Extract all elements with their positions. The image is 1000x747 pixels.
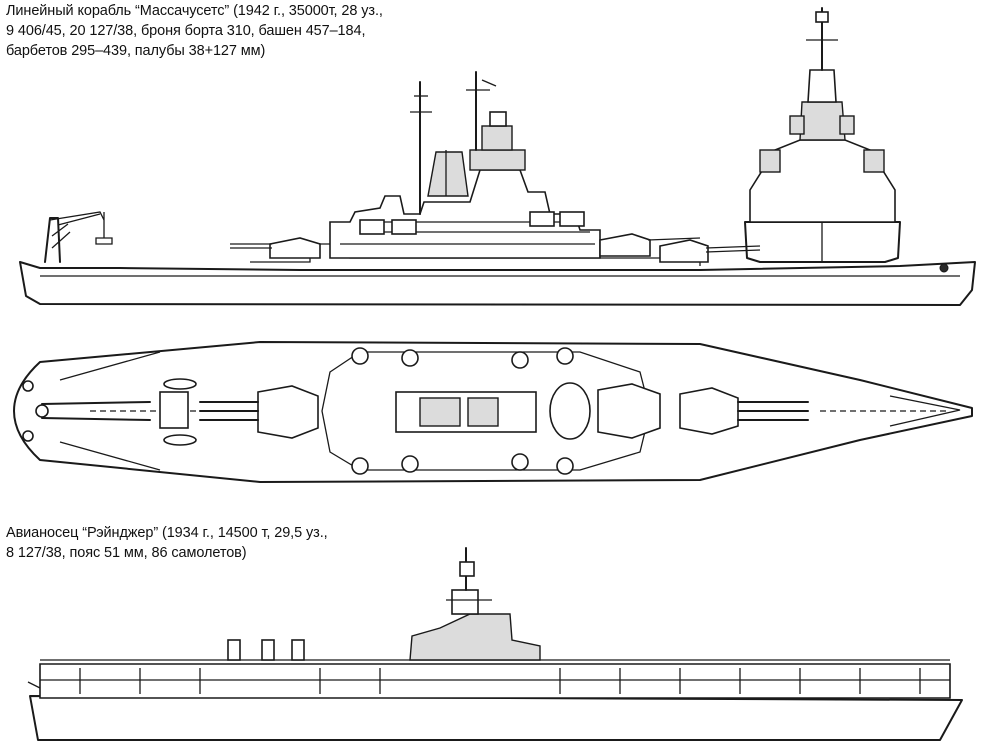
plan-fore-turret-1 bbox=[679, 387, 739, 435]
aircraft-crane bbox=[44, 211, 113, 263]
carrier-side-profile bbox=[27, 547, 963, 741]
fore-turret-2 bbox=[599, 233, 651, 257]
carrier-flight-deck bbox=[39, 663, 951, 699]
plan-aft-turret bbox=[257, 385, 319, 439]
carrier-funnel-3 bbox=[291, 639, 305, 661]
carrier-caption-line-1: Авианосец “Рэйнджер” (1934 г., 14500 т, … bbox=[6, 525, 328, 541]
battleship-front-view bbox=[744, 7, 901, 263]
plan-fore-turret-2 bbox=[597, 383, 661, 439]
battleship-funnel bbox=[427, 151, 469, 197]
aft-turret bbox=[269, 237, 321, 259]
carrier-funnel-2 bbox=[261, 639, 275, 661]
battleship-plan-view bbox=[13, 341, 973, 483]
battleship-caption-line-1: Линейный корабль “Массачусетс” (1942 г.,… bbox=[6, 3, 383, 19]
carrier-island bbox=[409, 613, 541, 661]
fore-turret-1 bbox=[659, 239, 709, 263]
battleship-caption: Линейный корабль “Массачусетс” (1942 г.,… bbox=[6, 1, 383, 61]
carrier-hull bbox=[29, 695, 963, 741]
carrier-funnel-1 bbox=[227, 639, 241, 661]
battleship-caption-line-2: 9 406/45, 20 127/38, броня борта 310, ба… bbox=[6, 23, 366, 39]
battleship-side-profile bbox=[19, 71, 976, 306]
battleship-caption-line-3: барбетов 295–439, палубы 38+127 мм) bbox=[6, 43, 266, 59]
battleship-hull bbox=[19, 261, 976, 306]
carrier-caption: Авианосец “Рэйнджер” (1934 г., 14500 т, … bbox=[6, 523, 328, 563]
carrier-caption-line-2: 8 127/38, пояс 51 мм, 86 самолетов) bbox=[6, 545, 247, 561]
battleship-deck-outline bbox=[13, 341, 973, 483]
